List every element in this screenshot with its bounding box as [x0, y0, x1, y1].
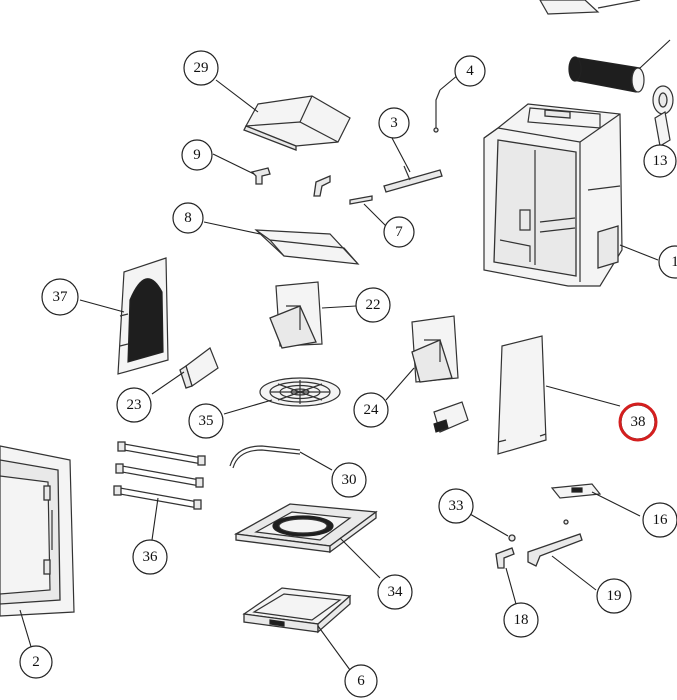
- callout-30: 30: [331, 462, 367, 498]
- part-23-block: [151, 347, 219, 395]
- small-clip: [313, 175, 331, 197]
- svg-text:29: 29: [194, 60, 209, 76]
- part-37-arch-panel: [79, 257, 169, 375]
- svg-text:35: 35: [199, 413, 214, 429]
- part-3-bracket: [383, 137, 443, 193]
- callout-36: 36: [132, 539, 168, 575]
- part-36-rods: [113, 441, 206, 541]
- callout-3: 3: [378, 107, 410, 139]
- part-35-grate: [223, 377, 341, 415]
- callout-23: 23: [116, 387, 152, 423]
- svg-text:13: 13: [653, 153, 668, 169]
- small-block: [433, 401, 469, 433]
- svg-text:36: 36: [143, 549, 159, 565]
- callout-38-highlight-ring: [618, 402, 658, 442]
- part-22-bracket: [269, 281, 357, 349]
- callout-29: 29: [183, 50, 219, 86]
- part-13-flange: [652, 85, 674, 147]
- callout-37: 37: [41, 278, 79, 316]
- callout-16: 16: [642, 502, 677, 538]
- callout-13: 13: [643, 144, 677, 178]
- part-16-small-plate: [550, 483, 641, 517]
- part-9-clip: [212, 153, 271, 185]
- part-33-screw: [469, 513, 516, 542]
- svg-text:33: 33: [449, 498, 464, 514]
- part-38-plate: [497, 335, 621, 455]
- part-7-pin: [349, 195, 387, 227]
- callout-2: 2: [19, 645, 53, 679]
- part-34-frame: [233, 503, 381, 579]
- svg-text:7: 7: [395, 224, 403, 240]
- svg-text:24: 24: [364, 402, 380, 418]
- callout-34: 34: [377, 574, 413, 610]
- part-18-clip: [495, 547, 517, 605]
- svg-text:30: 30: [342, 472, 357, 488]
- flue-pipe: [568, 39, 671, 93]
- part-6-ash-tray: [242, 587, 352, 671]
- callout-8: 8: [172, 202, 204, 234]
- part-8-baffle: [203, 221, 360, 265]
- callout-19: 19: [596, 578, 632, 614]
- svg-text:1: 1: [671, 254, 677, 270]
- svg-text:2: 2: [32, 654, 40, 670]
- svg-text:9: 9: [193, 147, 201, 163]
- callout-9: 9: [181, 139, 213, 171]
- callout-18: 18: [503, 602, 539, 638]
- svg-text:3: 3: [390, 115, 398, 131]
- callout-33: 33: [438, 488, 474, 524]
- callout-1: 1: [658, 245, 677, 279]
- top-right-fragment: [539, 0, 641, 15]
- part-2-door: [0, 445, 75, 651]
- svg-text:6: 6: [357, 673, 365, 689]
- part-4-rod: [433, 74, 459, 133]
- callout-6: 6: [344, 664, 378, 698]
- svg-text:22: 22: [366, 297, 381, 313]
- svg-text:19: 19: [607, 588, 622, 604]
- part-30-wire: [229, 445, 333, 471]
- callout-35: 35: [188, 403, 224, 439]
- part-24-bracket: [385, 315, 459, 401]
- svg-text:37: 37: [53, 289, 69, 305]
- callout-22: 22: [355, 287, 391, 323]
- svg-text:8: 8: [184, 210, 192, 226]
- part-1-main-body: [483, 103, 659, 287]
- svg-text:23: 23: [127, 397, 142, 413]
- svg-text:34: 34: [388, 584, 404, 600]
- svg-text:4: 4: [466, 63, 474, 79]
- svg-text:38: 38: [631, 414, 646, 430]
- callout-4: 4: [454, 55, 486, 87]
- callout-7: 7: [383, 216, 415, 248]
- part-19-lever: [527, 519, 597, 591]
- callout-24: 24: [353, 392, 389, 428]
- svg-text:18: 18: [514, 612, 529, 628]
- svg-text:16: 16: [653, 512, 669, 528]
- part-29-hood: [215, 79, 351, 151]
